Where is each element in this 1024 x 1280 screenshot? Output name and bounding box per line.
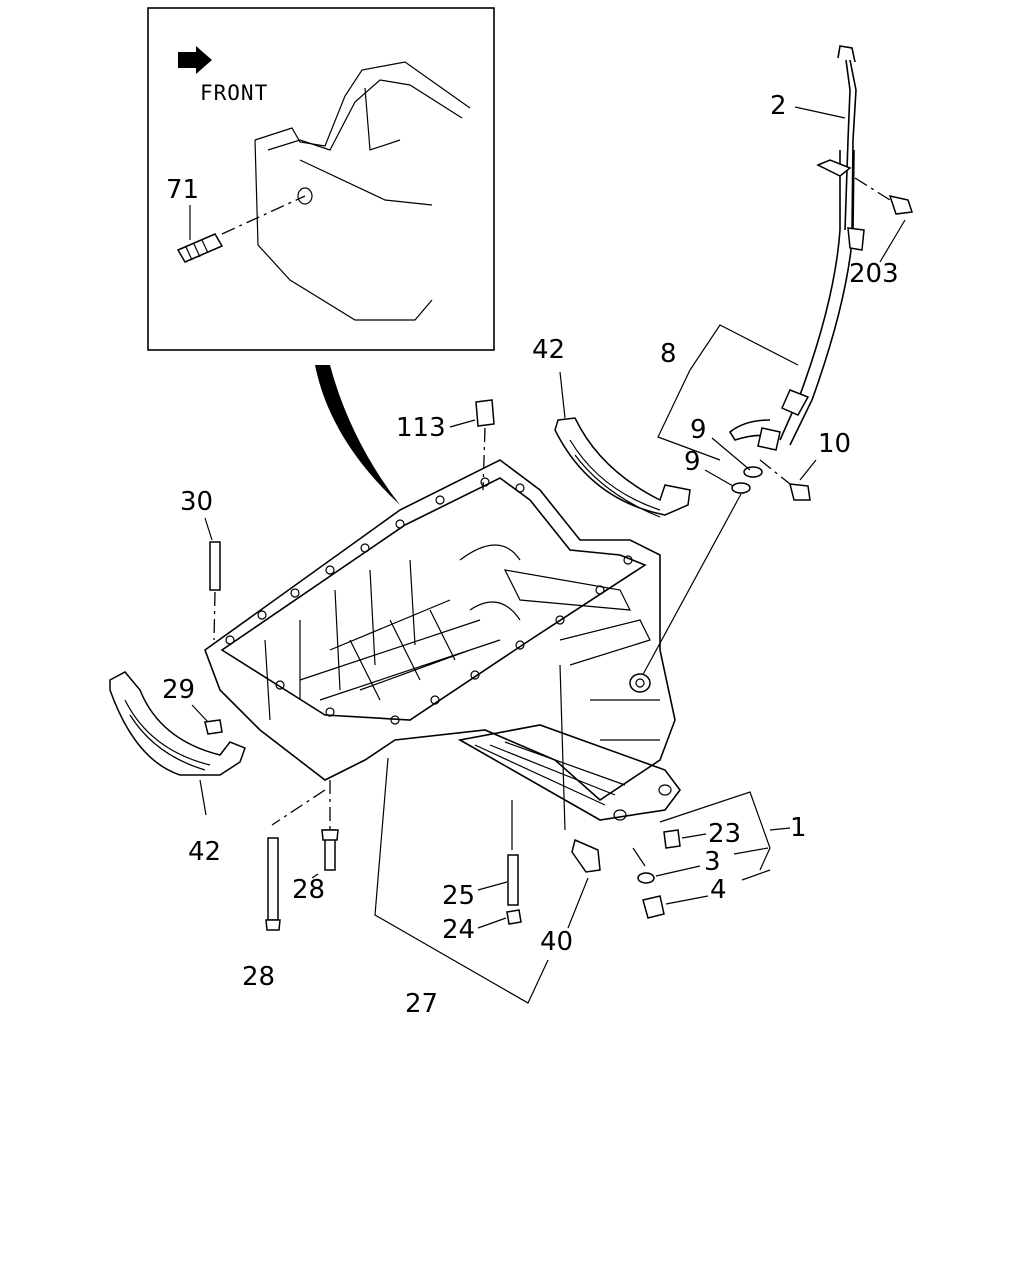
bolt-23 xyxy=(663,829,681,849)
stud-hole xyxy=(297,187,313,205)
callout-203: 203 xyxy=(849,259,899,289)
callout-28-lower: 28 xyxy=(242,962,275,992)
dipstick-boss xyxy=(629,673,651,693)
callout-2: 2 xyxy=(770,91,787,121)
callout-42-top: 42 xyxy=(532,335,565,365)
plug-40 xyxy=(571,838,601,873)
stud-71 xyxy=(176,233,224,263)
bolt-10 xyxy=(789,483,811,501)
inset-detail: FRONT 71 xyxy=(147,7,495,351)
callout-9-lower: 9 xyxy=(684,447,701,477)
callout-29: 29 xyxy=(162,675,195,705)
bracket-1 xyxy=(659,791,771,881)
drain-plug-4 xyxy=(642,895,665,919)
callout-4: 4 xyxy=(710,875,727,905)
inset-frame xyxy=(147,7,495,351)
oil-pan-27 xyxy=(204,459,681,821)
front-label: FRONT xyxy=(200,81,268,105)
callout-113: 113 xyxy=(396,413,446,443)
stud-25 xyxy=(507,854,519,906)
callout-30: 30 xyxy=(180,487,213,517)
callout-27: 27 xyxy=(405,989,438,1019)
callout-8: 8 xyxy=(660,339,677,369)
callout-40: 40 xyxy=(540,927,573,957)
oil-pan-body xyxy=(204,459,676,802)
callout-24: 24 xyxy=(442,915,475,945)
front-arrow-icon xyxy=(178,46,212,74)
callout-9-upper: 9 xyxy=(690,415,707,445)
callout-10: 10 xyxy=(818,429,851,459)
o-ring-lower xyxy=(731,482,751,494)
dipstick-assembly xyxy=(728,45,865,451)
seal-42-left xyxy=(109,671,246,776)
callout-25: 25 xyxy=(442,881,475,911)
nut-29 xyxy=(204,719,223,735)
nut-24 xyxy=(506,909,522,925)
callout-1: 1 xyxy=(790,813,807,843)
oil-pan-bottom-tray xyxy=(457,724,681,821)
callout-28-upper: 28 xyxy=(292,875,325,905)
gasket-3 xyxy=(637,872,655,884)
dipstick-guide-tube xyxy=(779,150,841,441)
dowel-113 xyxy=(475,399,495,427)
bolt-203 xyxy=(888,194,914,215)
callout-42-left: 42 xyxy=(188,837,221,867)
seal-42-top xyxy=(554,417,691,518)
callout-23: 23 xyxy=(708,819,741,849)
dipstick-handle xyxy=(837,45,856,63)
bolt-28-long xyxy=(267,837,279,921)
detail-pointer-arrow xyxy=(315,365,400,505)
callout-3: 3 xyxy=(704,847,721,877)
callout-71: 71 xyxy=(166,175,199,205)
stud-30 xyxy=(209,541,221,591)
bracket-8 xyxy=(657,324,799,461)
o-ring-upper xyxy=(743,466,763,478)
inset-pan-rim xyxy=(254,61,471,147)
flange-bolt-holes xyxy=(225,477,633,725)
oil-pan-flange xyxy=(220,477,647,721)
bracket-27 xyxy=(374,757,549,1004)
